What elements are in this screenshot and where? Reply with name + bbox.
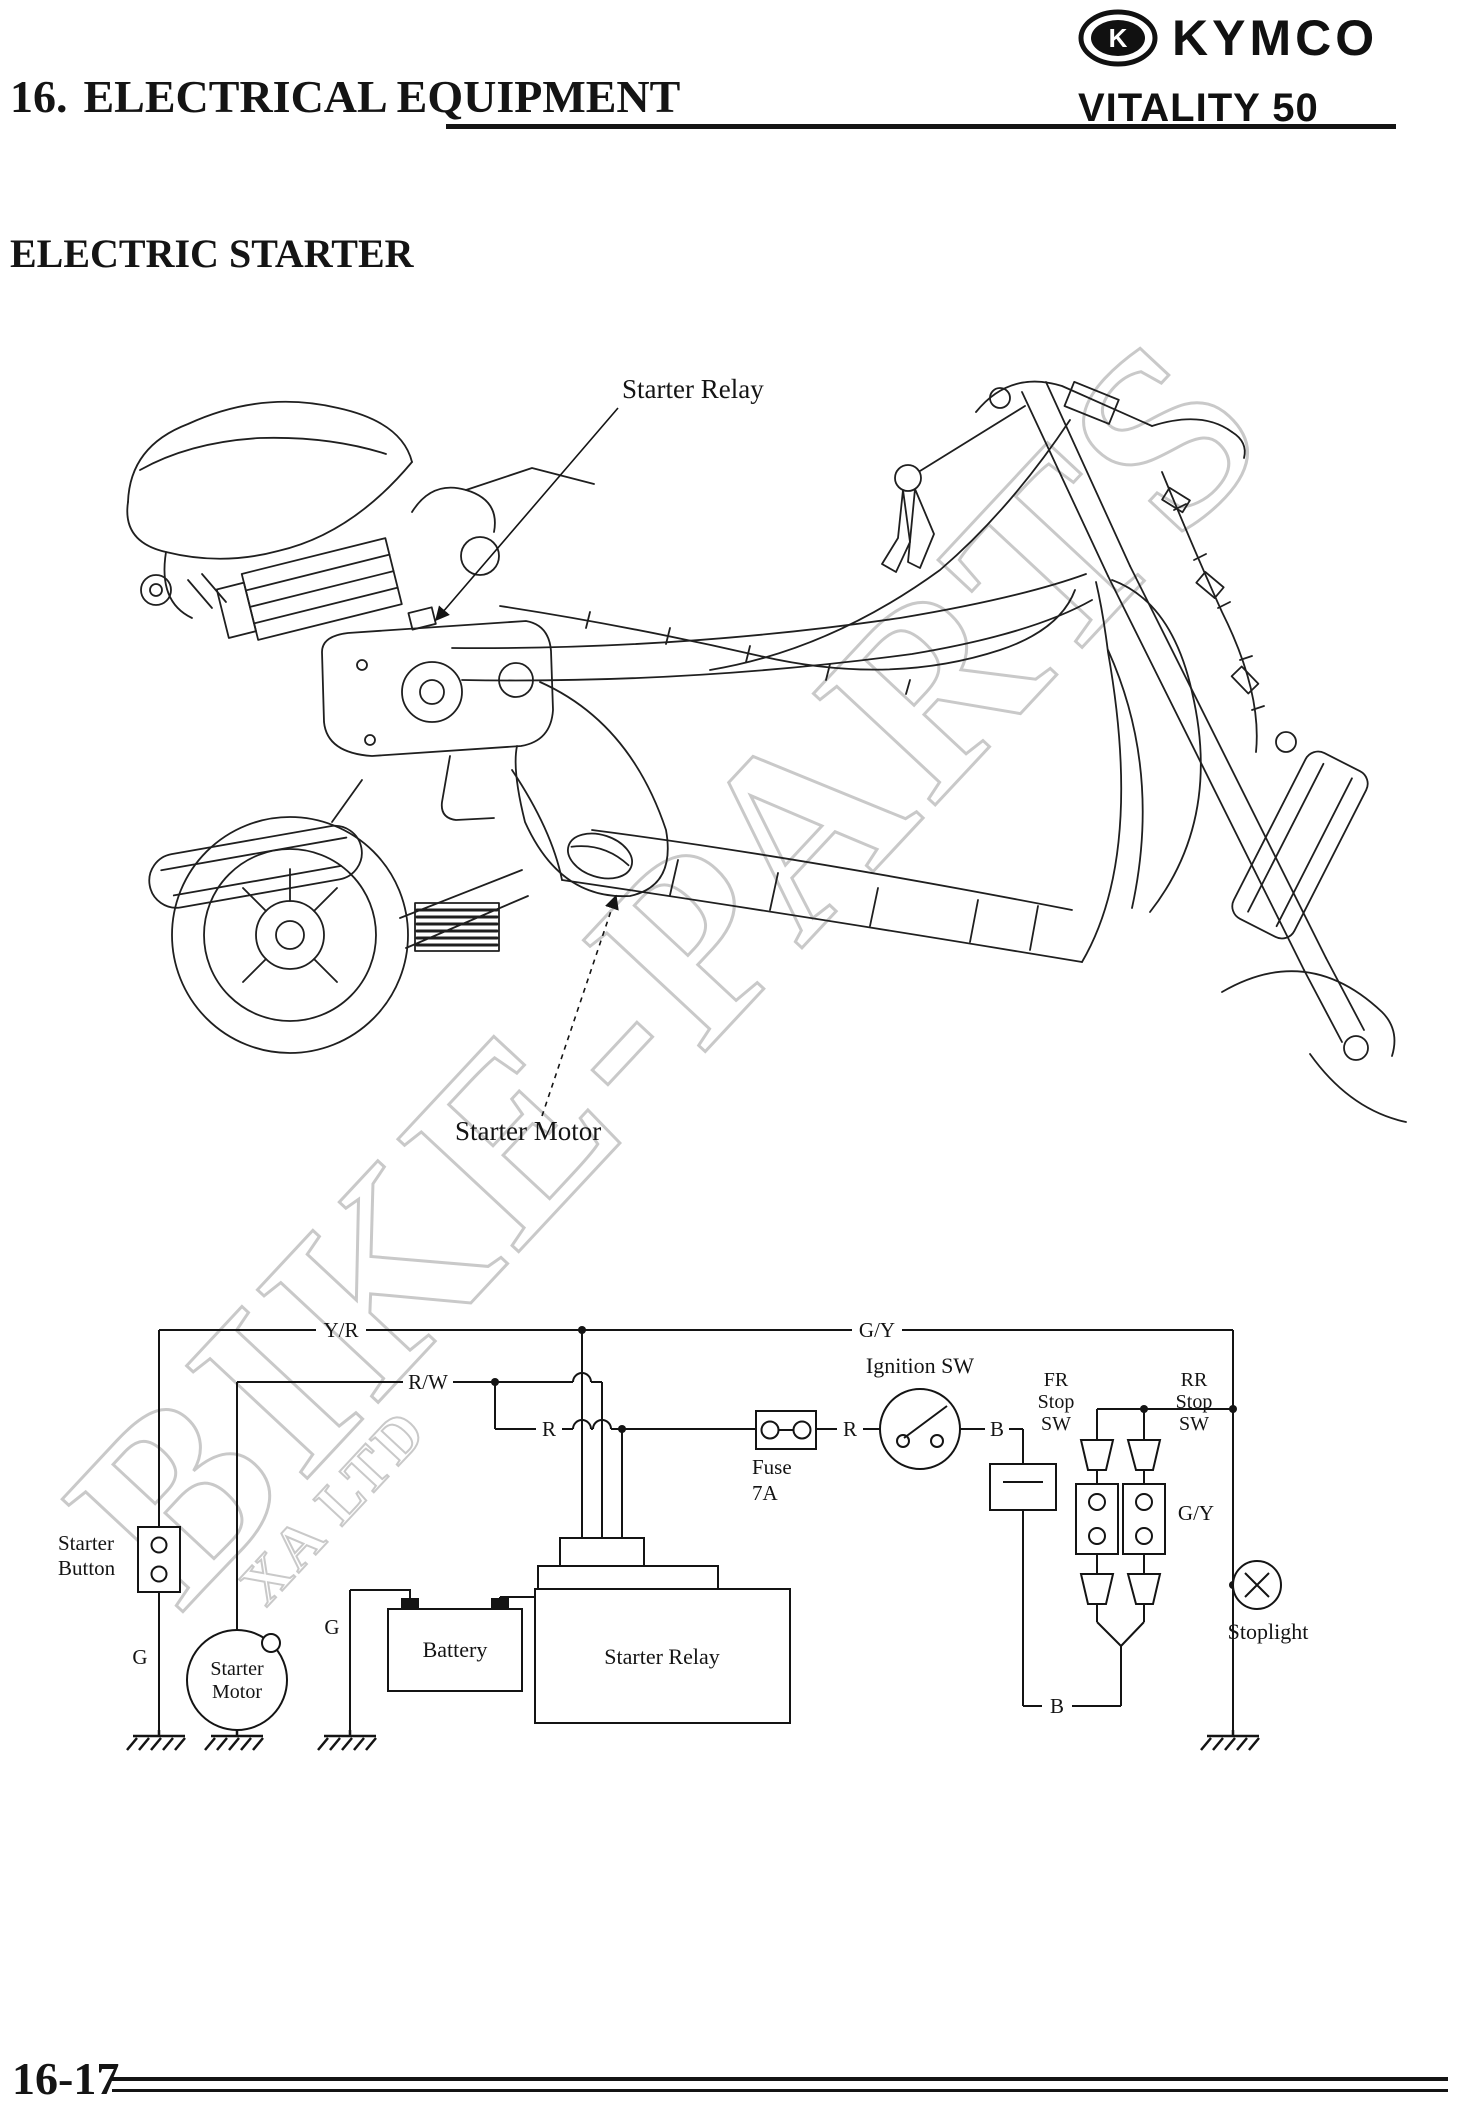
label-starter-motor-1: Starter <box>210 1658 264 1680</box>
front-suspension <box>1107 565 1407 1123</box>
body-panels <box>126 400 413 619</box>
starter-motor-symbol <box>186 1629 288 1731</box>
starter-button-symbol <box>137 1526 181 1593</box>
engine <box>215 467 669 949</box>
scooter-illustration: Starter Relay Starter Motor <box>126 374 1407 1146</box>
callout-motor-leader <box>541 894 619 1117</box>
wire-label-gy-top: G/Y <box>859 1318 895 1342</box>
fr-stop-switch-symbol <box>1075 1439 1119 1605</box>
logo-letter: K <box>1109 23 1128 53</box>
model-name: VITALITY 50 <box>1078 86 1319 130</box>
wire-label-r-right: R <box>843 1417 857 1441</box>
wire-label-b-bottom: B <box>1050 1694 1064 1718</box>
label-starter-button-2: Button <box>58 1556 116 1580</box>
label-battery: Battery <box>423 1637 488 1662</box>
battery-symbol <box>387 1598 523 1692</box>
callout-relay-leader <box>435 407 619 622</box>
frame <box>451 573 1202 963</box>
muffler <box>148 779 363 909</box>
header-rule <box>446 124 1396 129</box>
page-heading: ELECTRIC STARTER <box>10 231 414 276</box>
stoplight-symbol <box>1232 1560 1282 1610</box>
label-rr-3: SW <box>1179 1413 1209 1435</box>
label-starter-button-1: Starter <box>58 1531 114 1555</box>
brand-name: KYMCO <box>1172 10 1379 66</box>
wire-label-b-right: B <box>990 1417 1004 1441</box>
wire-label-g-button: G <box>132 1645 147 1669</box>
label-fuse-2: 7A <box>752 1481 779 1505</box>
starter-relay-symbol <box>534 1537 791 1724</box>
wire-label-gy-right: G/Y <box>1178 1501 1214 1525</box>
wire-label-r-left: R <box>542 1417 556 1441</box>
kymco-logo: K KYMCO <box>1076 8 1378 68</box>
rear-wheel <box>171 816 409 1054</box>
wire-label-g-battery: G <box>324 1615 339 1639</box>
fuse-symbol <box>755 1410 817 1450</box>
label-rr-2: Stop <box>1176 1391 1213 1413</box>
callout-starter-relay: Starter Relay <box>622 374 764 404</box>
page-number: 16-17 <box>12 2053 120 2104</box>
air-grille <box>414 902 500 952</box>
wiring-harness <box>499 419 1265 753</box>
label-starter-motor-2: Motor <box>212 1681 262 1703</box>
label-rr-1: RR <box>1181 1369 1208 1391</box>
label-fuse-1: Fuse <box>752 1455 792 1479</box>
callout-starter-motor: Starter Motor <box>455 1116 601 1146</box>
section-name: ELECTRICAL EQUIPMENT <box>83 71 681 122</box>
label-fr-3: SW <box>1041 1413 1071 1435</box>
label-fr-1: FR <box>1044 1369 1069 1391</box>
brake-lever-switch-symbol <box>989 1463 1057 1511</box>
label-fr-2: Stop <box>1038 1391 1075 1413</box>
section-number: 16. <box>10 71 68 122</box>
kymco-logo-icon: K <box>1078 9 1158 67</box>
ground-symbols <box>125 1728 1261 1752</box>
label-stoplight: Stoplight <box>1228 1619 1309 1644</box>
wires <box>158 1329 1234 1730</box>
rr-stop-switch-symbol <box>1122 1439 1166 1605</box>
ignition-switch-symbol <box>879 1388 961 1470</box>
wire-label-rw: R/W <box>408 1370 448 1394</box>
key-set <box>881 405 1026 573</box>
section-title: 16. ELECTRICAL EQUIPMENT <box>10 70 680 123</box>
wire-label-yr: Y/R <box>323 1318 358 1342</box>
label-starter-relay: Starter Relay <box>604 1644 719 1669</box>
label-ignition-sw: Ignition SW <box>866 1353 974 1378</box>
wiring-diagram: Y/R G/Y R/W R R B G/Y B G G Starter Butt… <box>58 1318 1309 1752</box>
footer-rule <box>112 2077 1448 2081</box>
footer-rule-secondary <box>112 2089 1448 2092</box>
steering-assembly <box>975 380 1246 577</box>
